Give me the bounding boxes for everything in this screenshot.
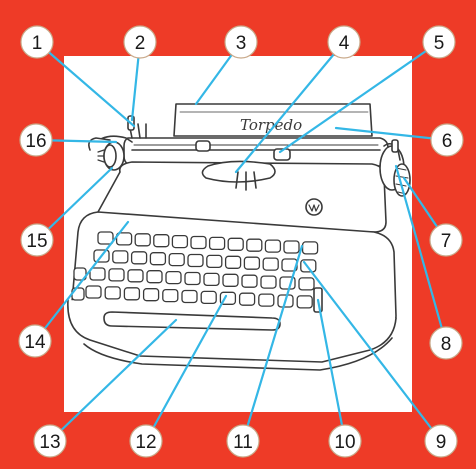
keyboard-key: [166, 272, 181, 284]
keyboard-key: [242, 275, 257, 287]
keyboard-key: [263, 258, 278, 270]
callout-number: 16: [25, 131, 46, 152]
callout-number: 11: [233, 432, 253, 453]
callout-badge-4: 4: [328, 26, 360, 58]
keyboard-key: [247, 239, 262, 251]
keyboard-key: [172, 236, 187, 248]
callout-number: 15: [26, 231, 47, 252]
keyboard-key: [163, 290, 178, 302]
keyboard-key: [191, 237, 206, 249]
callout-badge-14: 14: [19, 325, 51, 357]
keyboard-key: [124, 288, 139, 300]
callout-number: 2: [135, 33, 146, 54]
keyboard-key: [297, 296, 312, 308]
callout-badge-16: 16: [20, 124, 52, 156]
keyboard-key: [154, 235, 169, 247]
keyboard-key: [90, 268, 105, 280]
keyboard-key: [244, 257, 259, 269]
keyboard-key: [105, 287, 120, 299]
keyboard-key: [128, 270, 143, 282]
callout-badge-8: 8: [430, 327, 462, 359]
callout-number: 1: [32, 33, 43, 54]
callout-badge-6: 6: [431, 124, 463, 156]
keyboard-key: [150, 253, 165, 265]
callout-badge-9: 9: [425, 425, 457, 457]
callout-badge-15: 15: [21, 224, 53, 256]
keyboard-key: [147, 271, 162, 283]
keyboard-key: [261, 276, 276, 288]
callout-number: 10: [334, 432, 355, 453]
callout-badge-11: 11: [227, 425, 259, 457]
keyboard-key: [201, 291, 216, 303]
keyboard-key: [113, 251, 128, 263]
callout-badge-10: 10: [329, 425, 361, 457]
keyboard-key: [259, 294, 274, 306]
callout-number: 5: [434, 33, 445, 54]
keyboard-key: [135, 234, 150, 246]
keyboard-key: [210, 237, 225, 249]
callout-badge-7: 7: [430, 224, 462, 256]
keyboard-key: [284, 241, 299, 253]
keyboard-key: [185, 273, 200, 285]
keyboard-key: [169, 254, 184, 266]
keyboard-key: [182, 291, 197, 303]
callout-number: 14: [24, 332, 46, 353]
keyboard-key: [226, 256, 241, 268]
callout-badge-13: 13: [34, 425, 66, 457]
keyboard-key: [299, 278, 314, 290]
callout-number: 6: [442, 131, 453, 152]
callout-number: 13: [39, 432, 60, 453]
keyboard-key: [265, 240, 280, 252]
callout-badge-12: 12: [130, 425, 162, 457]
keyboard-key: [303, 242, 318, 254]
keyboard-key: [204, 273, 219, 285]
callout-badge-5: 5: [423, 26, 455, 58]
keyboard-key: [228, 238, 243, 250]
keyboard-key: [223, 274, 238, 286]
keyboard-key: [188, 255, 203, 267]
callout-number: 7: [441, 231, 452, 252]
keyboard-key: [207, 255, 222, 267]
callout-number: 12: [135, 432, 156, 453]
callout-badge-2: 2: [124, 26, 156, 58]
bail-roller-left: [196, 141, 210, 151]
callout-number: 4: [339, 33, 350, 54]
keyboard-key: [86, 286, 101, 298]
callout-badge-3: 3: [225, 26, 257, 58]
keyboard-key: [240, 293, 255, 305]
callout-number: 3: [236, 33, 247, 54]
callout-number: 8: [441, 334, 452, 355]
callout-number: 9: [436, 432, 447, 453]
keyboard-key: [132, 252, 147, 264]
callout-badge-1: 1: [21, 26, 53, 58]
keyboard-key: [109, 269, 124, 281]
keyboard-key: [144, 289, 159, 301]
keyboard-key: [98, 232, 113, 244]
